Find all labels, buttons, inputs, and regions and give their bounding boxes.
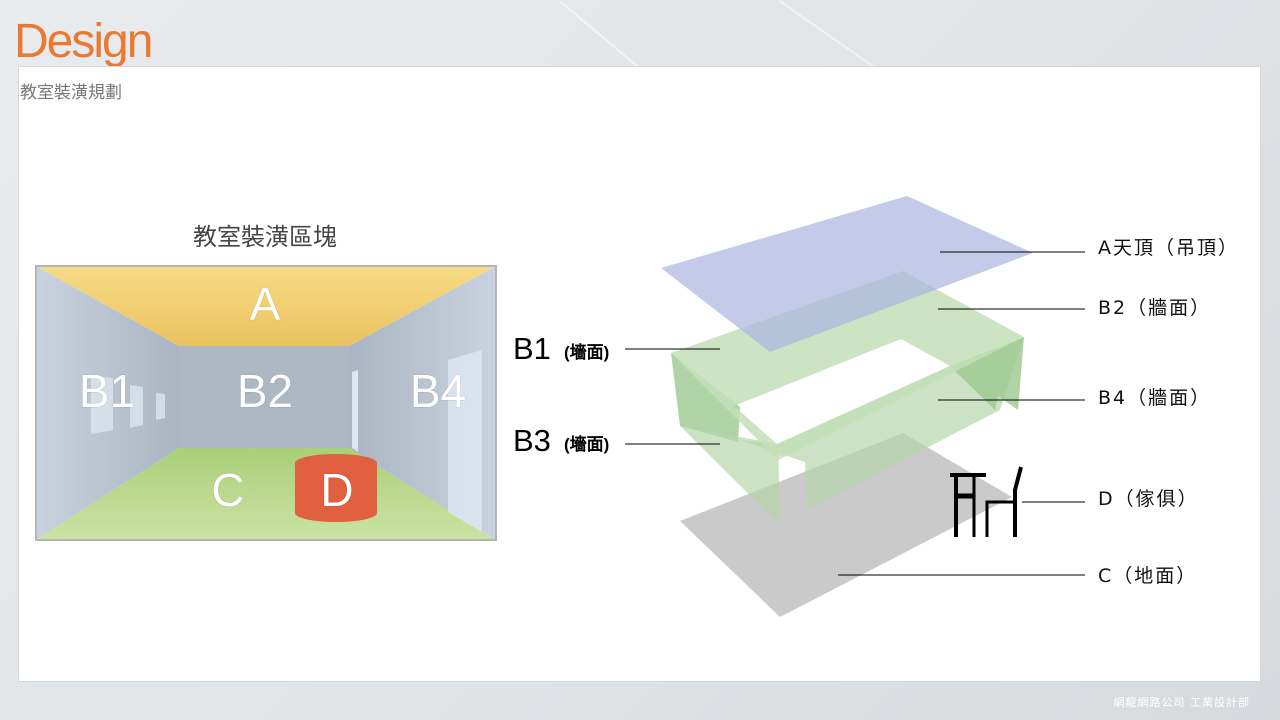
chair-desk-icon [950, 466, 1023, 537]
wall-plane-b1 [671, 353, 740, 442]
label-b1-code: B1 [513, 331, 551, 366]
furniture-cylinder-d [295, 454, 377, 522]
left-diagram-title: 教室裝潢區塊 [193, 223, 337, 251]
region-label-b4: B4 [410, 365, 466, 417]
label-b3-code: B3 [513, 423, 551, 458]
floor-c [36, 448, 496, 540]
window-shape [130, 385, 143, 428]
window-shape [91, 375, 113, 434]
region-label-a: A [250, 278, 281, 330]
door-shape [352, 370, 358, 452]
room-diagram: A B1 B2 B4 C D [35, 265, 497, 541]
back-wall-b2 [179, 346, 349, 448]
exploded-room-diagram [661, 196, 1033, 617]
window-shape [156, 393, 165, 420]
label-c-floor: C（地面） [1098, 565, 1197, 587]
brand-title: Design [14, 15, 153, 68]
region-label-d: D [320, 464, 353, 516]
label-b3-desc: (墻面) [564, 434, 609, 454]
label-a-ceiling: A天頂（吊頂） [1098, 237, 1239, 259]
label-d-furniture: D（傢俱） [1098, 488, 1199, 510]
slide-subtitle: 教室裝潢規劃 [20, 83, 122, 103]
door-shape [448, 350, 482, 532]
wall-plane-b3-front [740, 337, 1024, 510]
wall-plane-b3 [680, 426, 780, 522]
ceiling-plane-a [661, 196, 1033, 352]
label-b1-desc: (墻面) [564, 342, 609, 362]
region-label-c: C [211, 464, 244, 516]
wall-plane-b2-rim [671, 271, 1024, 460]
leader-lines [625, 251, 1085, 576]
region-label-b2: B2 [237, 365, 293, 417]
room-frame [35, 265, 497, 541]
region-label-b1: B1 [79, 365, 135, 417]
ceiling-a [36, 266, 496, 346]
wall-plane-b4 [950, 337, 1024, 410]
footer-credit: 網龍網路公司 工業設計部 [1113, 696, 1250, 709]
label-b2-wall: B2（牆面） [1098, 297, 1211, 319]
label-b4-wall: B4（牆面） [1098, 387, 1211, 409]
floor-plane-c [680, 433, 1012, 617]
